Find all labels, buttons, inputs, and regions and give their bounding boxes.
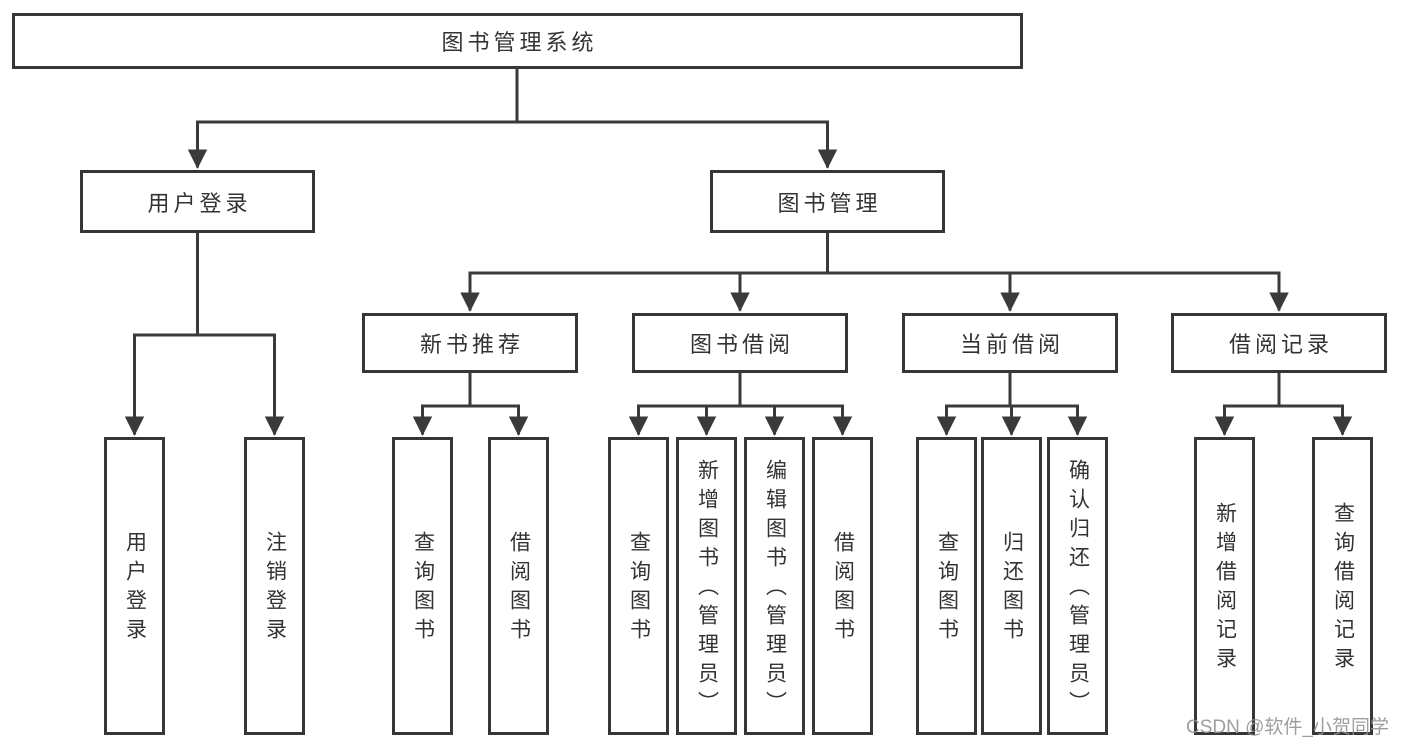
leaf-add-borrow-record: 新增借阅记录 [1194, 437, 1255, 735]
leaf-return-books: 归还图书 [981, 437, 1042, 735]
leaf-query-books: 查询图书 [608, 437, 669, 735]
node-book-borrowing: 图书借阅 [632, 313, 848, 373]
csdn-watermark: CSDN @软件_小贺同学 [1186, 717, 1389, 738]
leaf-add-books-admin: 新增图书（管理员） [676, 437, 737, 735]
node-borrowing-records: 借阅记录 [1171, 313, 1387, 373]
leaf-user-login: 用户登录 [104, 437, 165, 735]
leaf-edit-books-admin: 编辑图书（管理员） [744, 437, 805, 735]
node-current-borrowing: 当前借阅 [902, 313, 1118, 373]
node-user-login: 用户登录 [80, 170, 315, 233]
leaf-borrow-books: 借阅图书 [812, 437, 873, 735]
node-library-management-system: 图书管理系统 [12, 13, 1023, 69]
leaf-confirm-return-admin: 确认归还（管理员） [1047, 437, 1108, 735]
leaf-logout: 注销登录 [244, 437, 305, 735]
leaf-query-books: 查询图书 [392, 437, 453, 735]
node-new-book-recommendation: 新书推荐 [362, 313, 578, 373]
leaf-query-books: 查询图书 [916, 437, 977, 735]
leaf-borrow-books: 借阅图书 [488, 437, 549, 735]
node-book-management: 图书管理 [710, 170, 945, 233]
leaf-query-borrow-record: 查询借阅记录 [1312, 437, 1373, 735]
